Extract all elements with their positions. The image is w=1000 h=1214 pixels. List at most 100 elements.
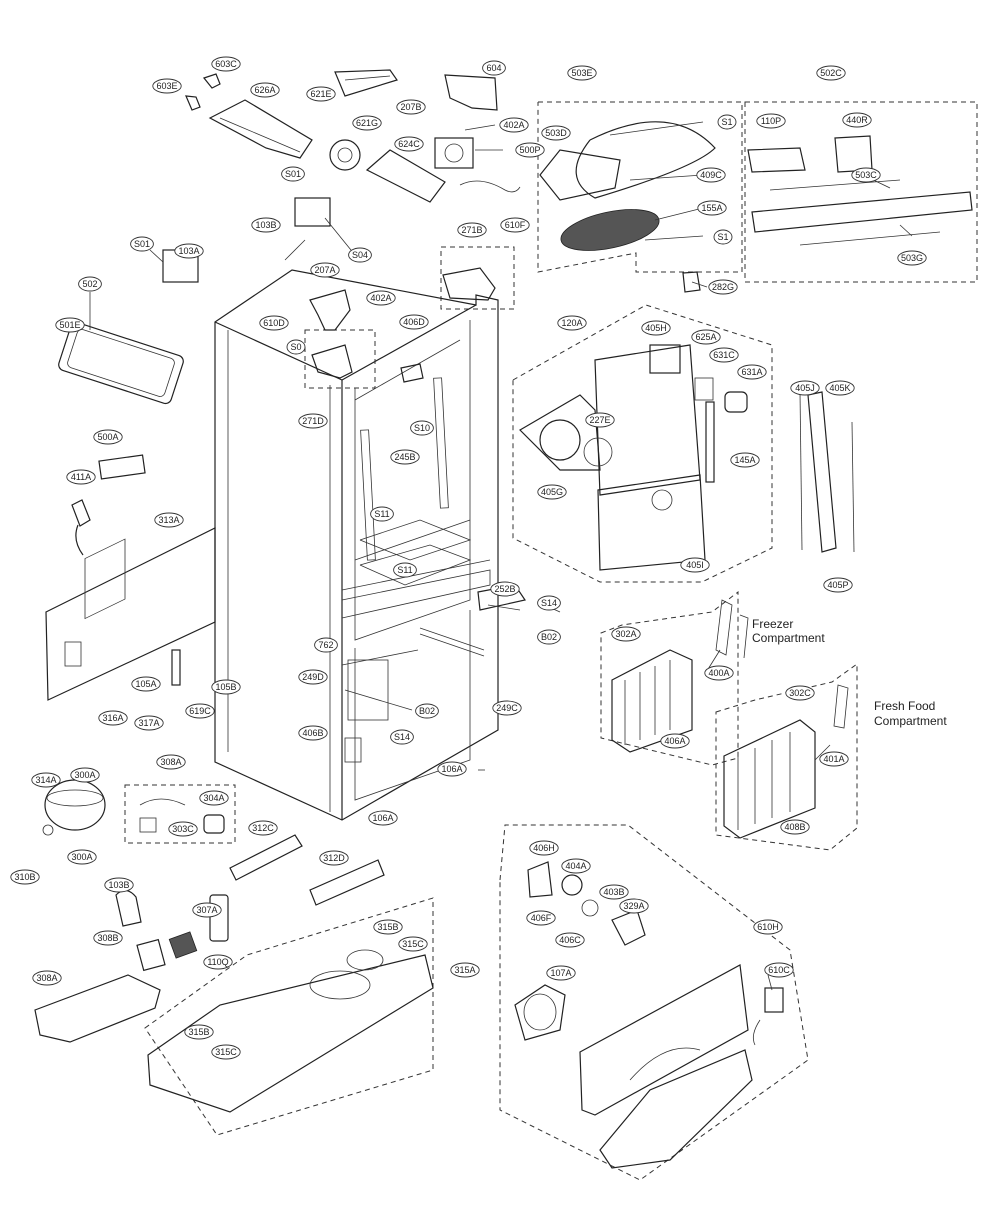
callout-text: 621E [310, 89, 331, 99]
callout-bubble [561, 858, 591, 874]
freezer-evaporator [611, 599, 749, 753]
callout-bubble [78, 276, 102, 292]
callout-bubble [154, 512, 184, 528]
callout-625a: 625A [691, 329, 721, 345]
callout-bubble [537, 629, 561, 645]
callout-401a: 401A [819, 751, 849, 767]
callout-406f: 406F [526, 910, 556, 926]
callout-411a: 411A [66, 469, 96, 485]
callout-bubble [251, 217, 281, 233]
callout-400a: 400A [704, 665, 734, 681]
callout-text: 308B [97, 933, 118, 943]
callout-text: 406C [559, 935, 581, 945]
callout-text: 282G [712, 282, 734, 292]
callout-text: 103A [178, 246, 199, 256]
callout-500a: 500A [93, 429, 123, 445]
callout-bubble [680, 557, 710, 573]
callout-text: 603E [156, 81, 177, 91]
callout-bubble [298, 413, 328, 429]
callout-610h: 610H [753, 919, 783, 935]
bottom-right-parts [514, 861, 784, 1169]
callout-502c: 502C [816, 65, 846, 81]
callout-406d: 406D [399, 314, 429, 330]
callout-s01a: S01 [281, 166, 305, 182]
callout-text: S1 [721, 117, 732, 127]
callout-text: 315A [454, 965, 475, 975]
callout-bubble [192, 902, 222, 918]
callout-text: 502C [820, 68, 842, 78]
callout-bubble [599, 884, 629, 900]
callout-106ab: 106A [368, 810, 398, 826]
callout-text: S10 [414, 423, 430, 433]
callout-text: 105A [135, 679, 156, 689]
callout-bubble [897, 250, 927, 266]
callout-bubble [306, 86, 336, 102]
callout-text: 405H [645, 323, 667, 333]
callout-227e: 227E [585, 412, 615, 428]
callout-text: 110Q [207, 957, 228, 967]
callout-bubble [790, 380, 820, 396]
callout-text: B02 [419, 706, 435, 716]
callout-621e: 621E [306, 86, 336, 102]
callout-bubble [310, 262, 340, 278]
callout-207b: 207B [396, 99, 426, 115]
callout-text: 404A [565, 861, 586, 871]
callout-312c: 312C [248, 820, 278, 836]
callout-300ab: 300A [67, 849, 97, 865]
callout-bubble [415, 703, 439, 719]
callout-text: 245B [394, 452, 415, 462]
callout-408b: 408B [780, 819, 810, 835]
callout-text: 271D [302, 416, 324, 426]
callout-text: 207A [314, 265, 335, 275]
callout-text: S11 [374, 509, 389, 519]
callout-603e: 603E [152, 78, 182, 94]
callout-text: 604 [486, 63, 501, 73]
callout-s1b: S1 [713, 229, 733, 245]
callout-s04: S04 [348, 247, 372, 263]
callout-bubble [526, 910, 556, 926]
callout-text: 307A [196, 905, 217, 915]
callout-bubble [819, 751, 849, 767]
callout-103a: 103A [174, 243, 204, 259]
callout-text: 271B [461, 225, 482, 235]
callout-bubble [756, 113, 786, 129]
callout-text: 406D [403, 317, 425, 327]
callout-text: 252B [494, 584, 515, 594]
callout-406b: 406B [298, 725, 328, 741]
callout-bubble [70, 767, 100, 783]
callout-text: 440R [846, 115, 868, 125]
callout-bubble [199, 790, 229, 806]
ice-maker-assembly [519, 344, 855, 571]
callout-bubble [537, 484, 567, 500]
callout-text: 502 [82, 279, 97, 289]
callout-bubble [259, 315, 289, 331]
callout-bubble [704, 665, 734, 681]
callout-310b: 310B [10, 869, 40, 885]
callout-text: 403B [603, 887, 624, 897]
callout-245b: 245B [390, 449, 420, 465]
callout-bubble [492, 700, 522, 716]
callout-bubble [185, 703, 215, 719]
callout-text: 405I [686, 560, 704, 570]
callout-s10: S10 [410, 420, 434, 436]
callout-text: 103B [255, 220, 276, 230]
callout-631a: 631A [737, 364, 767, 380]
callout-bubble [156, 754, 186, 770]
callout-249d: 249D [298, 669, 328, 685]
callout-315a: 315A [450, 962, 480, 978]
callout-text: 503D [545, 128, 567, 138]
callout-bubble [366, 290, 396, 306]
callout-145a: 145A [730, 452, 760, 468]
callout-text: S1 [717, 232, 728, 242]
callout-bubble [55, 317, 85, 333]
callout-603c: 603C [211, 56, 241, 72]
callout-103b: 103B [251, 217, 281, 233]
callout-bubble [211, 1044, 241, 1060]
callout-bubble [67, 849, 97, 865]
callout-402a: 402A [499, 117, 529, 133]
callout-text: B02 [541, 632, 557, 642]
callout-text: 406H [533, 843, 555, 853]
callout-bubble [10, 869, 40, 885]
callout-text: 405G [541, 487, 563, 497]
callout-626a: 626A [250, 82, 280, 98]
